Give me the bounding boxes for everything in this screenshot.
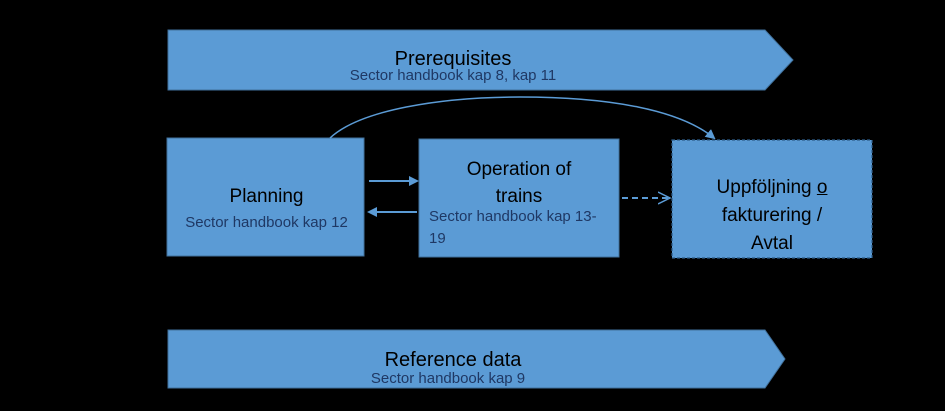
operation-title-line2: trains [495, 186, 543, 207]
planning-title: Planning [229, 186, 304, 207]
prerequisites-subtitle: Sector handbook kap 8, kap 11 [349, 67, 557, 84]
operation-title-line1: Operation of [466, 159, 572, 180]
followup-line1-underlined: o [816, 177, 828, 198]
planning-box [166, 137, 365, 257]
prerequisites-arrow [167, 29, 794, 91]
followup-line2: fakturering / [721, 205, 823, 226]
followup-line1-prefix: Uppföljning [716, 177, 817, 198]
prerequisites-title: Prerequisites [394, 48, 512, 70]
reference-data-arrow [167, 329, 786, 389]
reference-title: Reference data [384, 349, 522, 371]
operation-box [418, 138, 620, 258]
followup-box [671, 139, 873, 259]
operation-subtitle-line2: 19 [429, 230, 446, 247]
reference-subtitle: Sector handbook kap 9 [370, 370, 526, 387]
followup-line1: Uppföljning o [672, 177, 872, 200]
planning-to-followup-curve [329, 96, 716, 140]
followup-line3: Avtal [751, 233, 793, 254]
planning-subtitle: Sector handbook kap 12 [185, 214, 348, 231]
operation-subtitle-line1: Sector handbook kap 13- [429, 208, 597, 225]
